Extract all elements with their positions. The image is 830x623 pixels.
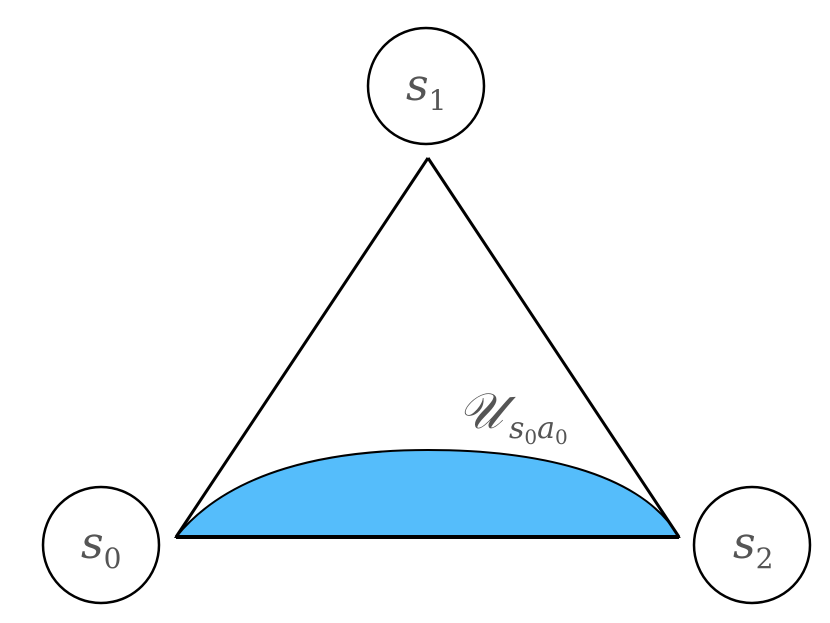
- uncertainty-region: [173, 448, 681, 538]
- node-s2-label: s2: [733, 518, 773, 575]
- node-s0: s0: [41, 485, 161, 605]
- node-s1-circle: [366, 26, 486, 146]
- edge-s0-s1: [174, 157, 430, 538]
- node-s1: s1: [366, 26, 486, 146]
- node-s0-circle: [41, 485, 161, 605]
- node-s1-label: s1: [406, 60, 446, 117]
- node-s2: s2: [692, 485, 812, 605]
- edge-s1-s2: [426, 157, 681, 538]
- node-s2-circle: [692, 485, 812, 605]
- node-s0-label: s0: [81, 518, 121, 575]
